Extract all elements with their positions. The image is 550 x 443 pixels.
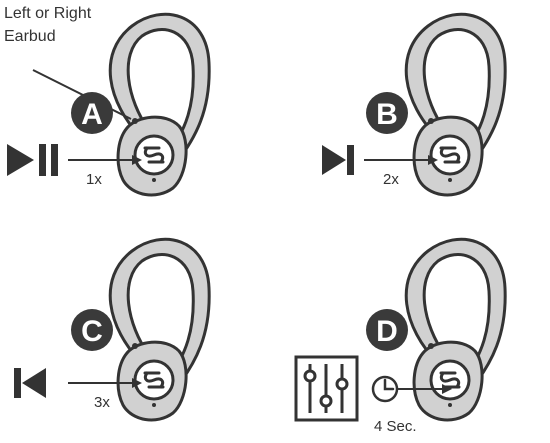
panel-c: C <box>14 237 211 422</box>
panel-b: B <box>322 12 507 197</box>
play-pause-icon <box>7 144 58 176</box>
earbud-illustration <box>108 237 211 422</box>
panel-d: D <box>294 237 507 422</box>
badge-letter-d: D <box>376 315 398 348</box>
badge-letter-b: B <box>376 98 398 131</box>
press-count-c: 3x <box>94 394 110 411</box>
earbud-illustration <box>108 12 211 197</box>
press-count-a: 1x <box>86 171 102 188</box>
earbud-hint-line-1: Left or Right <box>4 5 92 22</box>
clock-icon <box>371 375 399 403</box>
earbud-illustration <box>404 12 507 197</box>
press-duration-d: 4 Sec. <box>374 418 417 435</box>
equalizer-icon <box>294 355 359 422</box>
badge-a <box>71 92 113 134</box>
badge-letter-c: C <box>81 315 103 348</box>
badge-c <box>71 309 113 351</box>
badge-letter-a: A <box>81 98 103 131</box>
previous-track-icon <box>14 368 46 398</box>
panel-a: A <box>7 12 211 197</box>
earbud-hint-line-2: Earbud <box>4 28 56 45</box>
badge-b <box>366 92 408 134</box>
press-count-b: 2x <box>383 171 399 188</box>
next-track-icon <box>322 145 354 175</box>
earbud-illustration <box>404 237 507 422</box>
earbud-hint-label: Left or Right Earbud <box>4 2 91 48</box>
earbud-pointer-line <box>32 69 132 120</box>
badge-d <box>366 309 408 351</box>
